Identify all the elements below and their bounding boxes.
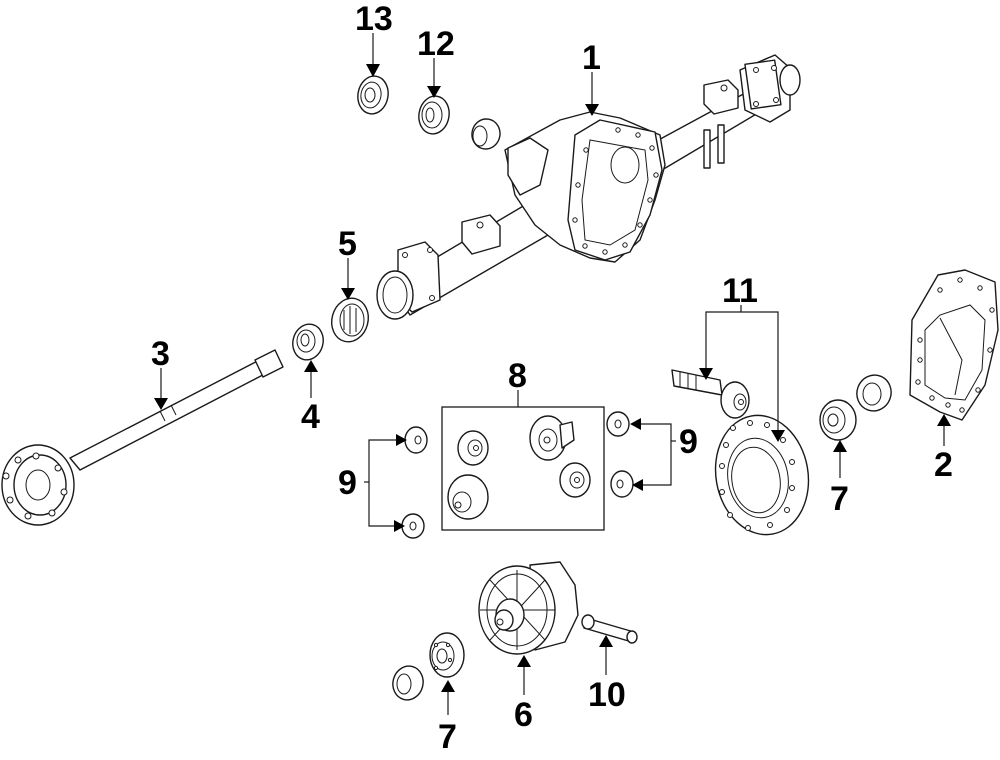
axle-shaft-part[interactable] [1,349,284,526]
callout-7-left[interactable]: 7 [438,718,457,756]
callout-9-left[interactable]: 9 [338,464,357,502]
pinion-spacer-part[interactable] [470,117,503,151]
thrust-washer-left-top[interactable] [404,426,428,454]
thrust-washer-right-top[interactable] [606,411,630,437]
callout-4[interactable]: 4 [301,398,320,436]
callout-10[interactable]: 10 [588,676,626,714]
callout-6[interactable]: 6 [514,696,533,734]
bearing-race-left-part[interactable] [389,663,427,704]
callout-7-right[interactable]: 7 [830,480,849,518]
carrier-bearing-right-part[interactable] [819,399,857,441]
axle-seal-part[interactable] [289,321,327,364]
callout-8[interactable]: 8 [508,357,527,395]
side-gear-small-2 [559,462,591,498]
pinion-gear-part[interactable] [671,369,750,419]
carrier-bearing-left-part[interactable] [429,632,465,678]
side-gear-large-1 [529,415,575,461]
side-gear-small-1 [457,430,489,466]
axle-housing-part[interactable] [376,54,801,320]
callout-13[interactable]: 13 [355,0,393,38]
pinion-seal-part[interactable] [355,74,391,117]
callout-5[interactable]: 5 [338,225,357,263]
pinion-shaft-part[interactable] [581,614,638,644]
thrust-washer-right-bottom[interactable] [610,470,634,498]
thrust-washer-left-bottom[interactable] [401,513,425,539]
callout-1[interactable]: 1 [582,39,601,77]
pinion-bearing-part[interactable] [416,94,452,137]
callout-2[interactable]: 2 [934,446,953,484]
callout-9-right[interactable]: 9 [679,423,698,461]
callout-11[interactable]: 11 [722,272,758,310]
callout-12[interactable]: 12 [417,25,455,63]
differential-case-part[interactable] [478,561,579,655]
bearing-race-right-part[interactable] [852,370,896,415]
ring-gear-part[interactable] [706,408,817,542]
differential-gear-kit-part[interactable] [441,406,605,531]
callout-3[interactable]: 3 [151,335,170,373]
side-gear-large-2 [447,474,489,520]
axle-bearing-part[interactable] [327,294,373,346]
differential-cover-part[interactable] [909,269,999,421]
